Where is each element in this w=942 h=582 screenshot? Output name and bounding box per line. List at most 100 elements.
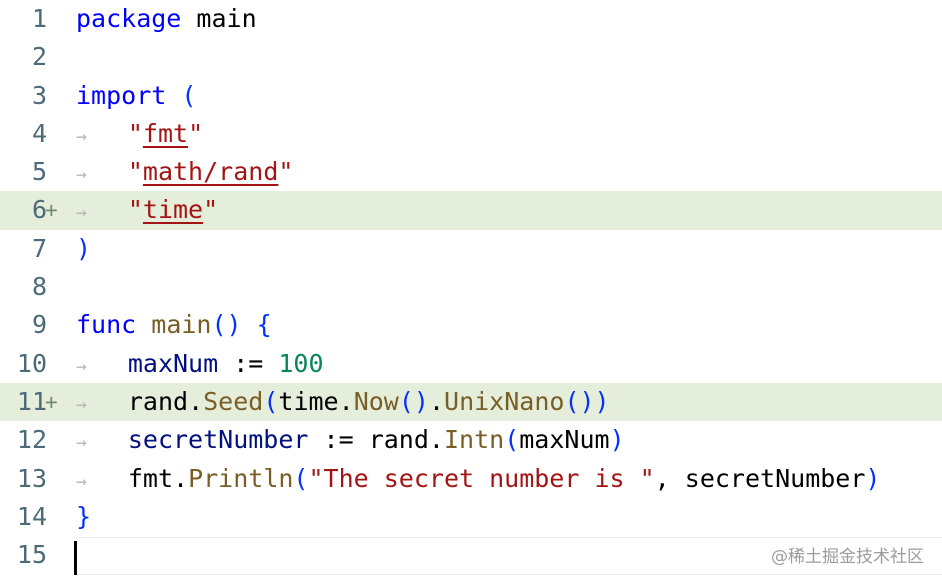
line-gutter[interactable]: 11+ — [0, 383, 72, 421]
code-token: secretNumber — [684, 463, 866, 493]
line-number: 4 — [31, 118, 47, 148]
code-line[interactable]: 6+→"time" — [0, 191, 942, 230]
current-line-highlight — [74, 537, 942, 575]
code-token: { — [256, 310, 272, 340]
code-token: fmt — [142, 118, 189, 148]
code-token: rand — [368, 425, 429, 455]
code-line[interactable]: 14} — [0, 498, 942, 536]
code-token: maxNum — [519, 425, 610, 455]
code-token: ( — [293, 463, 309, 493]
code-line[interactable]: 8 — [0, 268, 942, 306]
code-token: . — [428, 386, 445, 416]
code-token — [181, 4, 196, 33]
line-number: 6 — [31, 195, 47, 225]
code-token: () — [211, 310, 242, 340]
tab-arrow-icon: → — [76, 470, 87, 492]
line-number: 7 — [31, 233, 47, 263]
code-line[interactable]: 7) — [0, 230, 942, 268]
code-line[interactable]: 9 func main() { — [0, 306, 942, 344]
code-token: rand — [127, 386, 189, 416]
watermark: @稀土掘金技术社区 — [771, 547, 924, 567]
code-text: package main — [76, 0, 257, 38]
code-text: ) — [76, 230, 91, 268]
line-gutter[interactable]: 1 — [0, 0, 72, 38]
line-gutter[interactable]: 9 — [0, 306, 72, 344]
line-number: 1 — [31, 4, 47, 33]
line-gutter[interactable]: 8 — [0, 268, 72, 306]
code-line[interactable]: 5 → "math/rand" — [0, 153, 942, 191]
tab-arrow-icon: → — [76, 432, 87, 454]
line-gutter[interactable]: 2 — [0, 38, 72, 76]
code-line[interactable]: 1 package main — [0, 0, 942, 38]
code-token: ( — [263, 386, 279, 416]
code-token: ) — [865, 463, 881, 493]
tab-arrow-icon: → — [76, 125, 87, 147]
code-text: func main() { — [76, 306, 272, 344]
line-gutter[interactable]: 14 — [0, 498, 72, 536]
code-token: := — [308, 425, 369, 455]
line-gutter[interactable]: 3 — [0, 77, 72, 115]
line-gutter[interactable]: 12 — [0, 421, 72, 459]
tab-arrow-icon: → — [76, 393, 87, 415]
line-gutter[interactable]: 6+ — [0, 191, 72, 229]
line-number: 8 — [31, 272, 47, 302]
tab-arrow-icon: → — [76, 202, 87, 224]
code-text: import ( — [76, 77, 196, 115]
code-token: } — [76, 501, 92, 531]
line-gutter[interactable]: 4 — [0, 115, 72, 153]
code-token: ( — [504, 425, 520, 455]
code-token: ) — [609, 425, 625, 455]
code-token: Seed — [203, 386, 264, 416]
code-line[interactable]: 13→fmt.Println("The secret number is ", … — [0, 460, 942, 498]
code-text: → "math/rand" — [76, 153, 293, 194]
code-token: secretNumber — [127, 425, 309, 455]
code-text: →fmt.Println("The secret number is ", se… — [76, 460, 880, 501]
line-gutter[interactable]: 15 — [0, 536, 72, 574]
line-gutter[interactable]: 5 — [0, 153, 72, 191]
code-token: () — [564, 386, 595, 416]
line-number: 5 — [31, 157, 47, 187]
diff-added-marker-icon: + — [45, 198, 58, 223]
line-number: 13 — [16, 463, 47, 493]
line-number: 12 — [16, 425, 47, 455]
code-text: →rand.Seed(time.Now().UnixNano()) — [76, 383, 610, 424]
code-token — [166, 81, 181, 110]
line-gutter[interactable]: 7 — [0, 230, 72, 268]
code-token: math/rand — [142, 157, 279, 187]
line-number: 15 — [16, 540, 47, 570]
code-token: import — [76, 80, 167, 110]
code-token: fmt — [127, 463, 173, 493]
code-token: maxNum — [127, 348, 219, 378]
code-token: Println — [188, 463, 294, 493]
text-cursor — [74, 541, 77, 575]
code-token: Intn — [443, 425, 505, 455]
code-token: " — [127, 195, 143, 225]
code-token — [136, 310, 151, 339]
code-text: } — [76, 498, 91, 536]
code-line[interactable]: 12 → secretNumber := rand.Intn(maxNum) — [0, 421, 942, 459]
code-token: . — [428, 425, 444, 455]
line-gutter[interactable]: 10 — [0, 345, 72, 383]
code-line[interactable]: 15 — [0, 536, 942, 574]
code-token: " — [188, 118, 204, 148]
line-gutter[interactable]: 13 — [0, 460, 72, 498]
code-line[interactable]: 4→"fmt" — [0, 115, 942, 153]
code-token: " — [127, 157, 143, 187]
line-number: 11 — [16, 386, 47, 416]
code-token: time — [142, 195, 204, 225]
tab-arrow-icon: → — [76, 164, 87, 186]
code-line[interactable]: 11+→rand.Seed(time.Now().UnixNano()) — [0, 382, 942, 424]
code-text: →"fmt" — [76, 115, 203, 156]
code-token: time — [278, 386, 339, 416]
code-line[interactable]: 2 — [0, 38, 942, 76]
code-token: () — [398, 386, 429, 416]
line-number: 9 — [31, 310, 47, 340]
code-token: := — [218, 348, 279, 378]
code-token: main — [151, 310, 212, 340]
code-line[interactable]: 10→maxNum := 100 — [0, 345, 942, 383]
code-token: " — [278, 157, 294, 187]
code-token: ) — [76, 233, 92, 263]
diff-added-marker-icon: + — [45, 389, 58, 414]
